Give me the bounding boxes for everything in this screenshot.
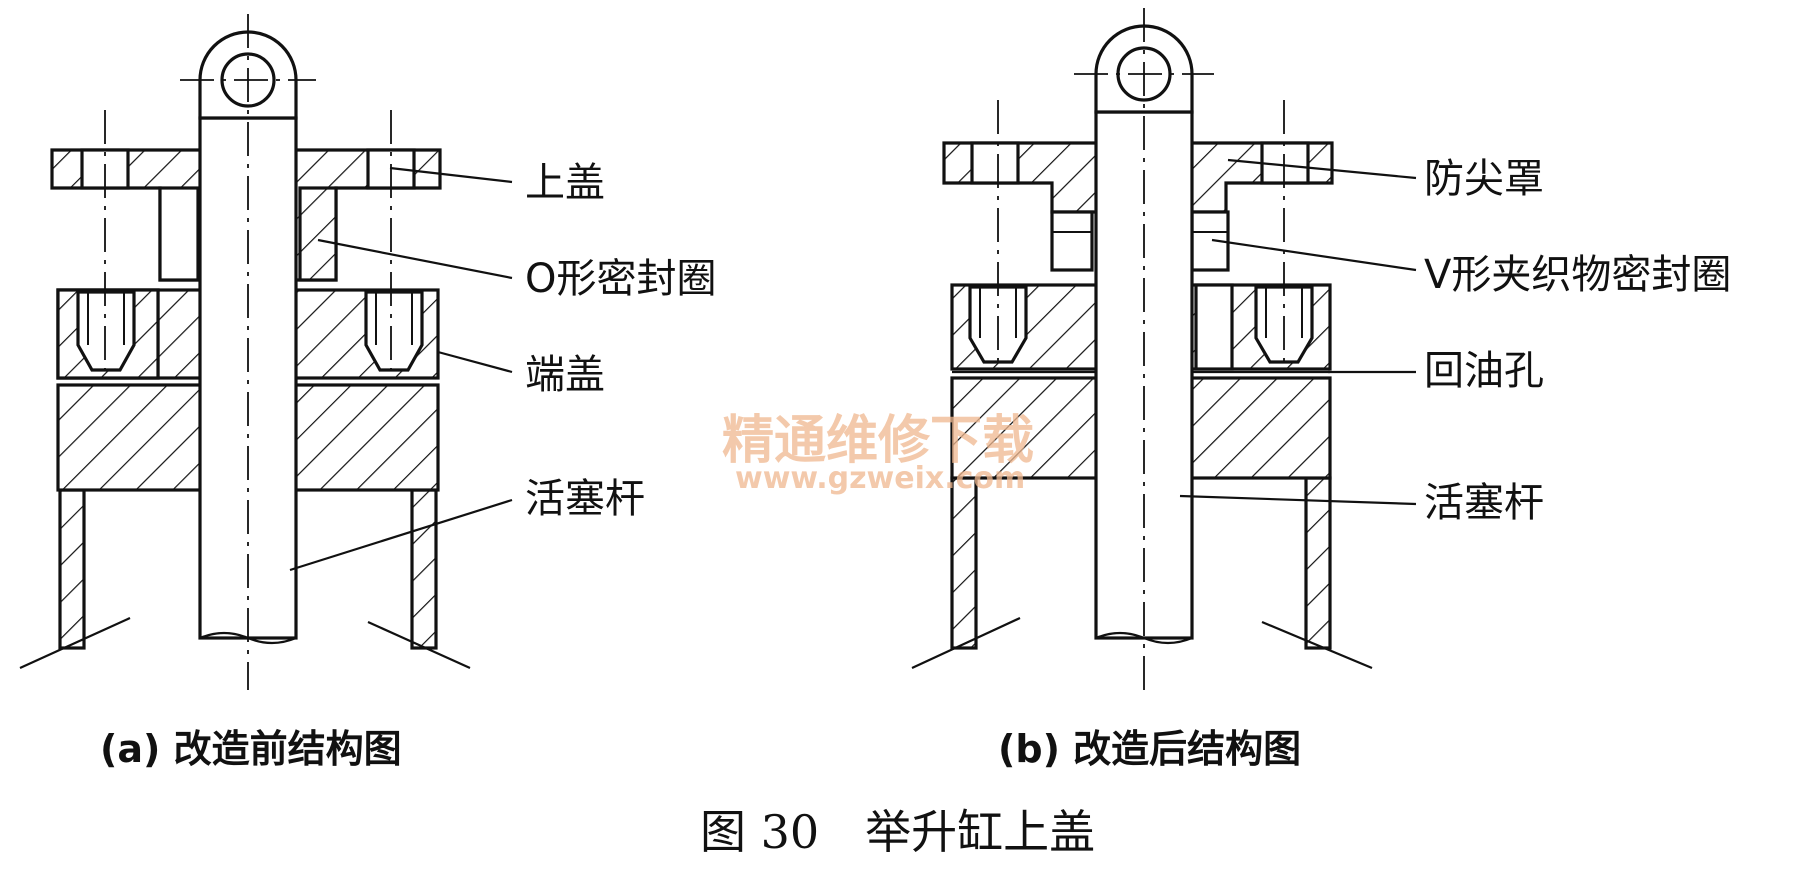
label-oil-return-hole: 回油孔 bbox=[1424, 348, 1544, 394]
label-top-cover: 上盖 bbox=[525, 160, 605, 206]
leader-line bbox=[317, 238, 513, 280]
break-line bbox=[19, 616, 131, 670]
drawing-before: 上盖 O形密封圈 端盖 活塞杆 (a) 改造前结构图 bbox=[19, 14, 716, 771]
leader-line bbox=[389, 166, 513, 184]
label-o-ring: O形密封圈 bbox=[525, 256, 716, 302]
watermark-url: www.gzweix.com bbox=[735, 461, 1025, 496]
caption-before: (a) 改造前结构图 bbox=[100, 727, 402, 771]
label-piston-rod: 活塞杆 bbox=[1424, 480, 1544, 526]
leader-line bbox=[437, 350, 513, 374]
break-line bbox=[911, 617, 1021, 669]
v-seal bbox=[1050, 210, 1094, 272]
label-v-seal: V形夹织物密封圈 bbox=[1424, 252, 1731, 298]
watermark-text: 精通维修下载 bbox=[722, 411, 1034, 471]
caption-after: (b) 改造后结构图 bbox=[998, 727, 1301, 771]
break-line bbox=[1261, 620, 1373, 670]
rod-break bbox=[1095, 631, 1193, 645]
cylinder-wall-right bbox=[1304, 476, 1332, 650]
threaded-hole bbox=[76, 290, 136, 372]
cylinder-wall-left bbox=[58, 488, 86, 650]
leader-line bbox=[1179, 494, 1417, 506]
leader-line bbox=[1227, 158, 1417, 180]
label-dust-cover: 防尖罩 bbox=[1424, 156, 1544, 202]
cylinder-wall-right bbox=[410, 488, 438, 650]
drawing-after: 防尖罩 V形夹织物密封圈 回油孔 活塞杆 (b) 改造后结构图 bbox=[911, 8, 1731, 771]
o-ring-groove bbox=[158, 186, 200, 282]
label-piston-rod: 活塞杆 bbox=[525, 476, 645, 522]
cylinder-wall-left bbox=[950, 476, 978, 650]
oil-return-channel bbox=[1194, 283, 1234, 371]
threaded-hole bbox=[364, 290, 424, 372]
figure-caption: 图 30 举升缸上盖 bbox=[700, 805, 1095, 859]
label-end-cover: 端盖 bbox=[525, 352, 605, 398]
leader-line bbox=[289, 498, 513, 572]
bolt-hole bbox=[970, 141, 1020, 185]
o-ring bbox=[298, 186, 338, 282]
break-line bbox=[367, 620, 471, 670]
leader-line bbox=[1211, 238, 1417, 272]
